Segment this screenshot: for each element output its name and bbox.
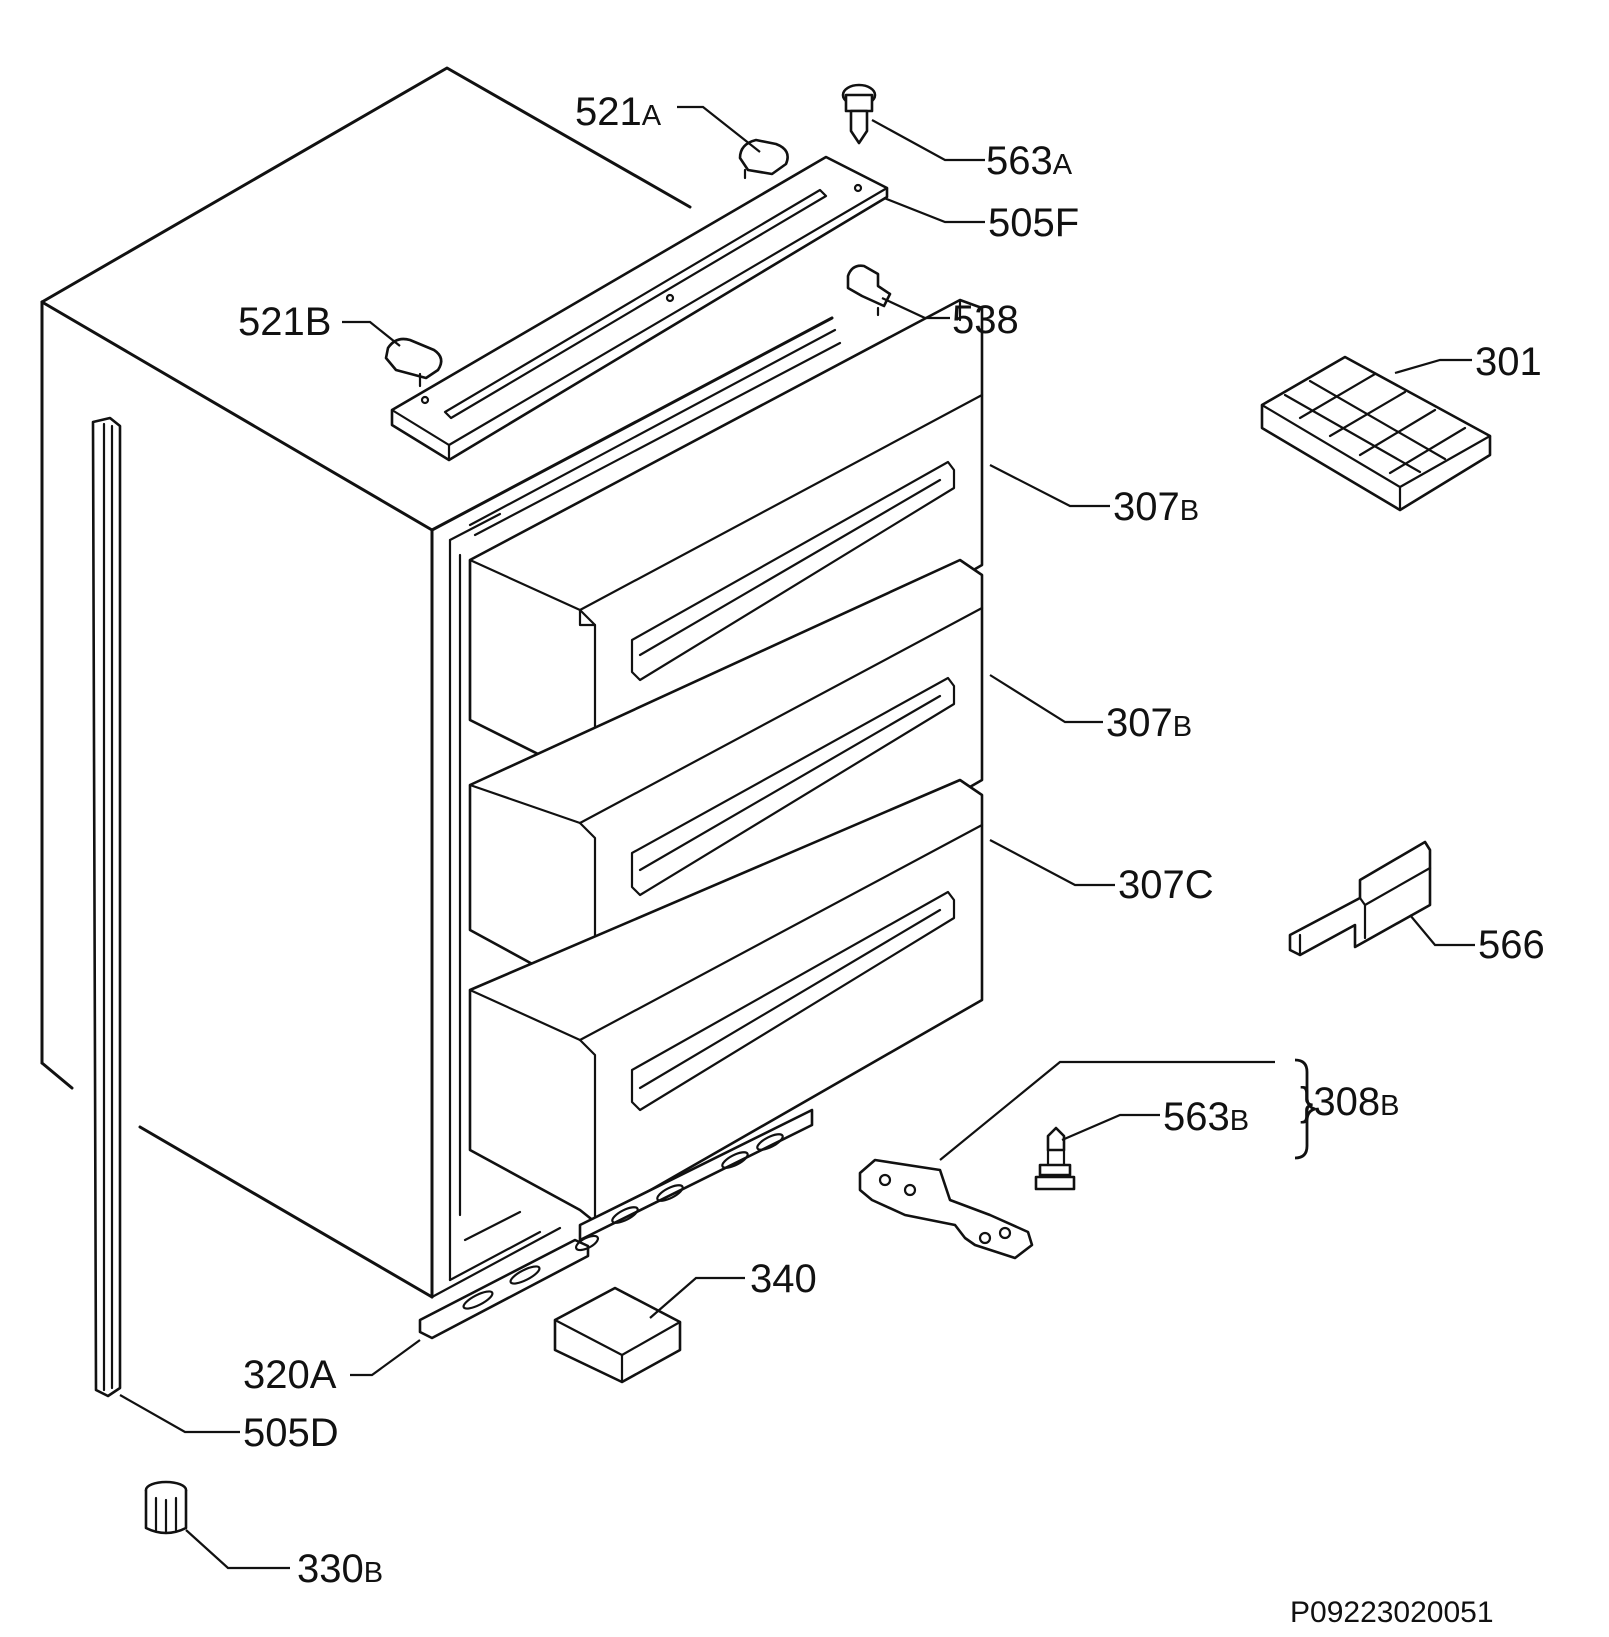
adjustable-foot-330B: [144, 1480, 188, 1535]
label-308B: }308B: [1300, 1080, 1399, 1124]
leader-lines: [119, 105, 1475, 1570]
part-labels: 521A 563A 505F 538 521B 301 307B 307B 30…: [238, 90, 1545, 1629]
bottom-slotted-rail: [578, 1108, 814, 1242]
clip-521B: [384, 337, 443, 388]
label-563B: 563B: [1163, 1095, 1249, 1139]
label-505D: 505D: [243, 1411, 339, 1455]
label-307B-middle: 307B: [1106, 701, 1192, 745]
clip-538: [846, 264, 892, 317]
label-538: 538: [952, 298, 1019, 342]
screw-563A: [841, 83, 877, 145]
label-340: 340: [750, 1257, 817, 1301]
door-seal-strip: [91, 416, 122, 1398]
label-521B: 521B: [238, 300, 331, 344]
label-521A: 521A: [575, 90, 662, 134]
label-320A: 320A: [243, 1353, 337, 1397]
label-301: 301: [1475, 340, 1542, 384]
label-307C: 307C: [1118, 863, 1214, 907]
screw-563B: [1034, 1126, 1076, 1191]
scraper-566: [1288, 840, 1432, 957]
ice-tray-301: [1260, 355, 1492, 512]
drawing-code: P09223020051: [1290, 1596, 1494, 1629]
cabinet-body: [40, 66, 842, 1299]
label-330B: 330B: [297, 1547, 383, 1591]
hinge-bracket: [858, 1158, 1034, 1260]
clip-521A: [738, 138, 789, 180]
label-505F: 505F: [988, 201, 1079, 245]
label-563A: 563A: [986, 139, 1073, 183]
plinth-rail-320A: [418, 1234, 600, 1340]
label-307B-top: 307B: [1113, 485, 1199, 529]
top-rail-505F: [390, 155, 889, 462]
drawer-bottom-307C: [468, 778, 984, 1224]
label-566: 566: [1478, 923, 1545, 967]
box-340: [553, 1286, 682, 1384]
